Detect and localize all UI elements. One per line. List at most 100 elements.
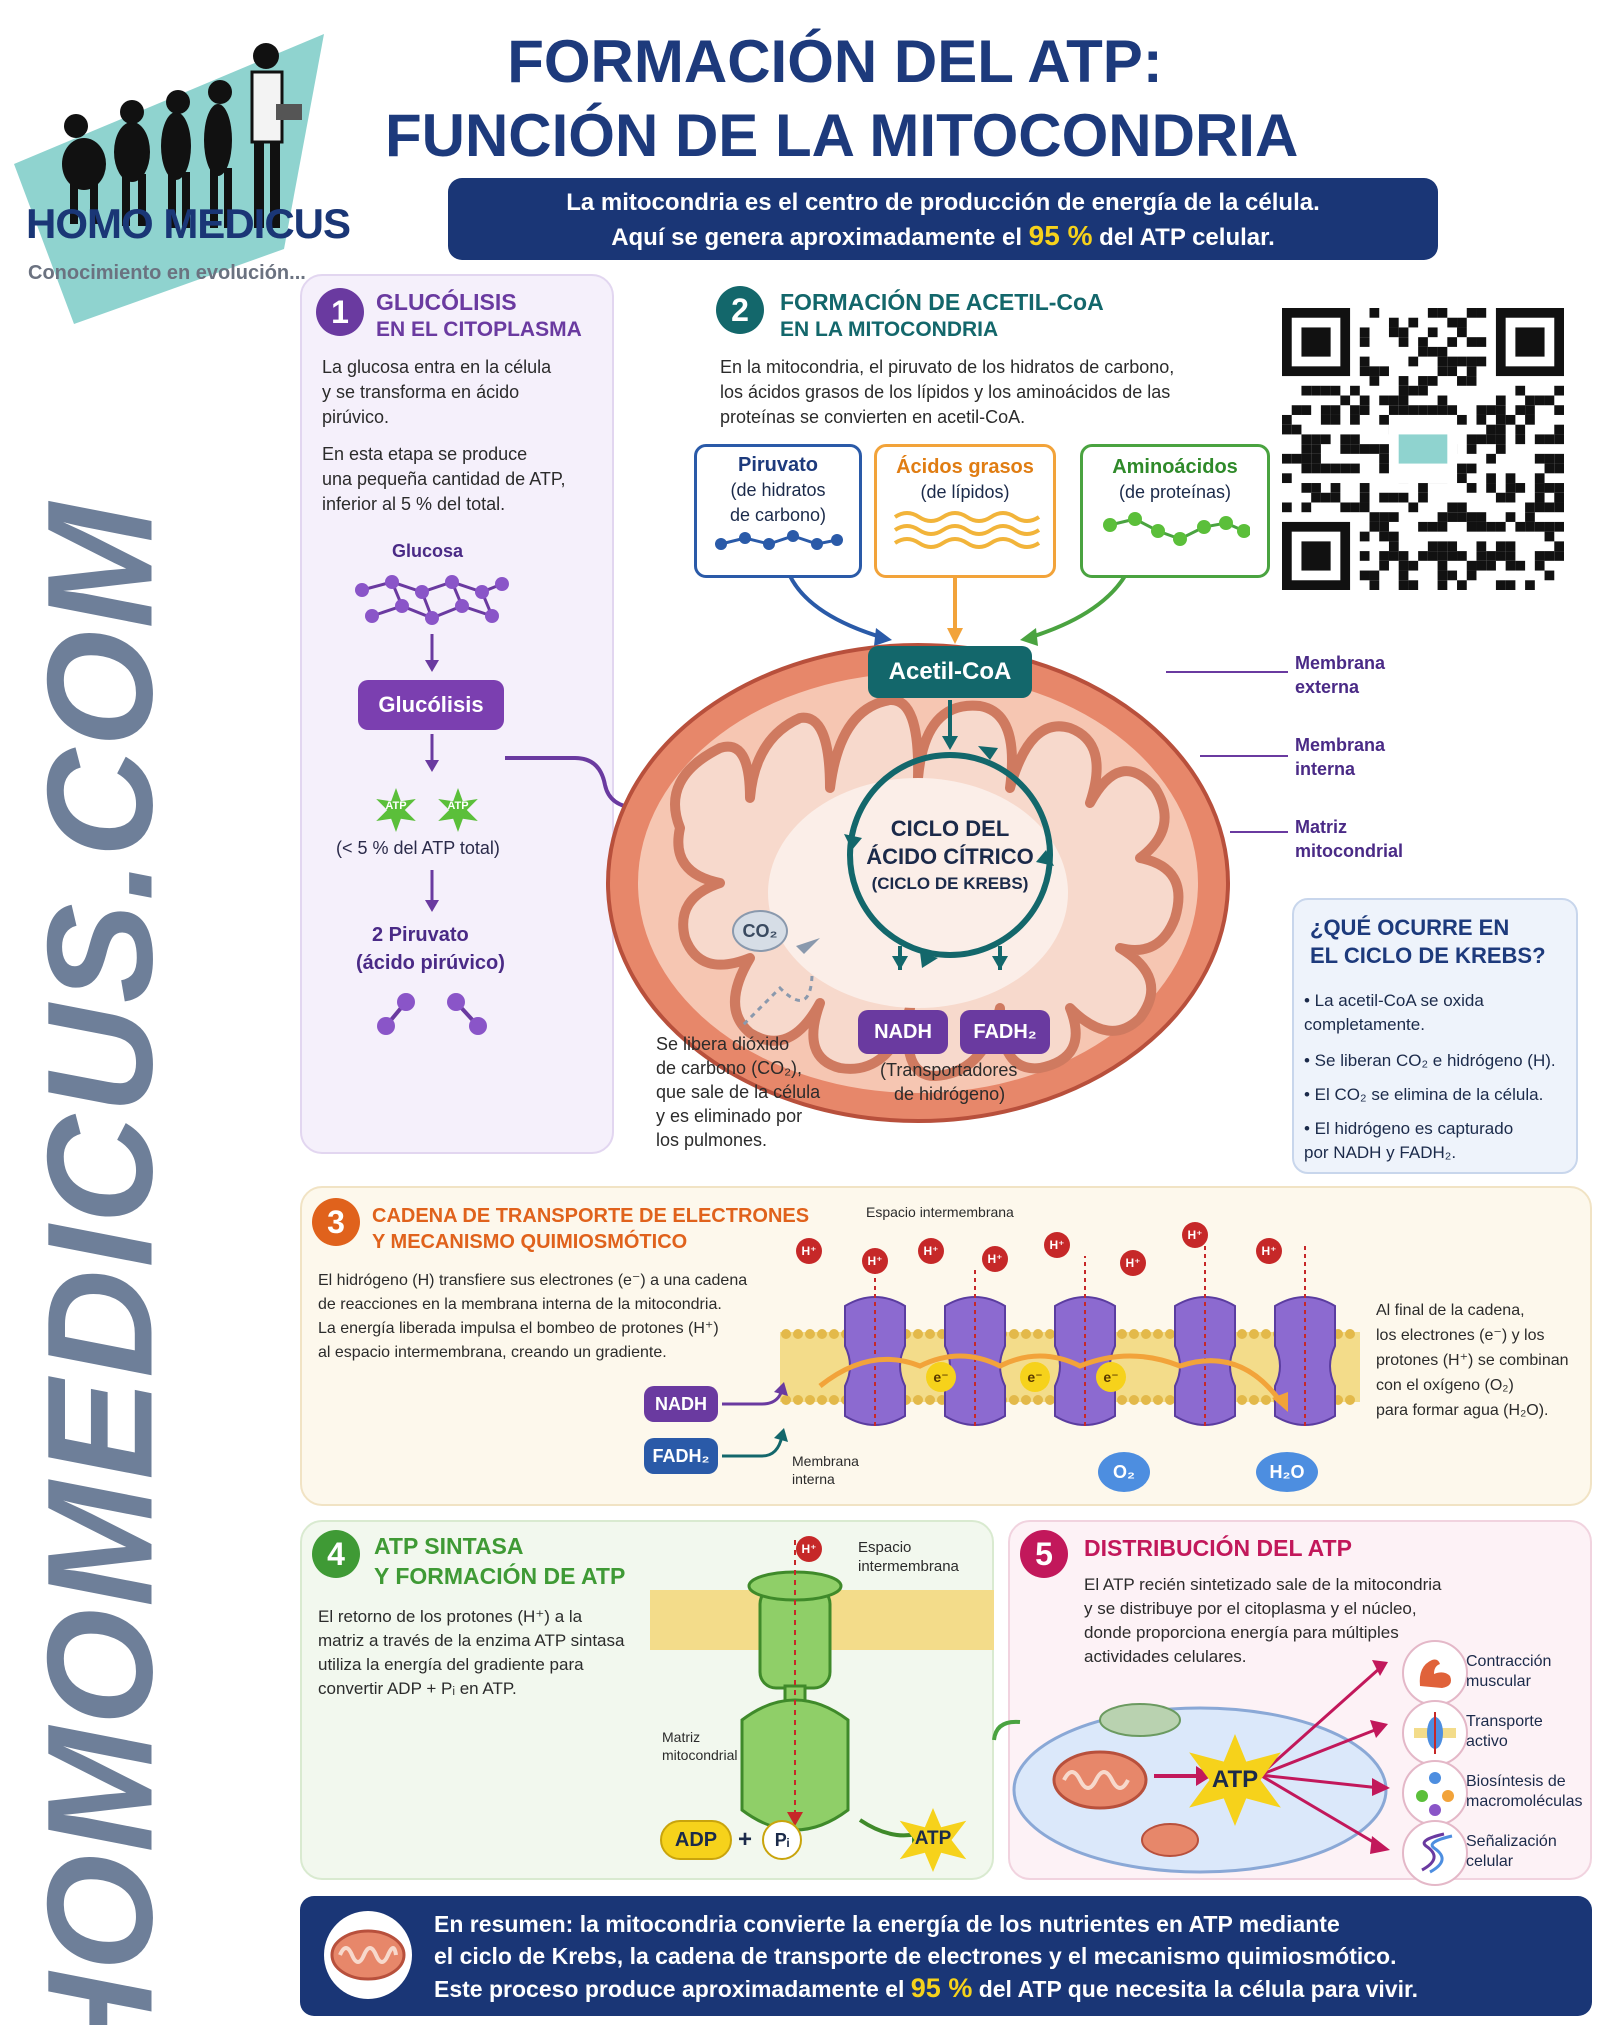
intro-line2: Aquí se genera aproximadamente el 95 % d… [448,219,1438,254]
source-pyruvate: Piruvato (de hidratos de carbono) [694,444,862,578]
krebs-label1: CICLO DEL [890,816,1010,841]
s2-title2: EN LA MITOCONDRIA [780,318,999,341]
mem-ext-l1: Membrana [1295,653,1386,673]
h-ion-icon: H⁺ [982,1246,1008,1272]
pi-badge: Pᵢ [762,1820,802,1860]
s4-atp-label: ATP [914,1828,952,1849]
signaling-dna-icon [1402,1820,1468,1886]
transport-l1: (Transportadores [880,1060,1018,1080]
summary-mitochondrion-icon [324,1911,412,1999]
mem-int-l1: Membrana [1295,735,1386,755]
logo-brand: HOMO MEDICUS [26,200,351,247]
electron-icon: e⁻ [1096,1362,1126,1392]
h-ion-icon: H⁺ [1120,1250,1146,1276]
s1-p1-l3: pirúvico. [322,407,390,427]
summary-pct: 95 % [910,1973,973,2003]
s3-nadh-pill: NADH [644,1386,718,1422]
electron-icon: e⁻ [1020,1362,1050,1392]
mitochondrion-diagram [606,643,1230,1123]
s1-title1: GLUCÓLISIS [376,289,517,315]
s4-espacio-l1: Espacio [858,1539,912,1556]
s1-p1-l1: La glucosa entra en la célula [322,357,552,377]
s1-p2-l1: En esta etapa se produce [322,444,528,464]
h-ion-icon: H⁺ [796,1238,822,1264]
s5-p-l4: actividades celulares. [1084,1647,1247,1666]
h-ion-icon: H⁺ [1256,1238,1282,1264]
electron-icon: e⁻ [926,1362,956,1392]
s3-p-l2: de reacciones en la membrana interna de … [318,1296,722,1313]
s4-p-l2: matriz a través de la enzima ATP sintasa [318,1631,625,1650]
s5-p-l1: El ATP recién sintetizado sale de la mit… [1084,1575,1442,1594]
s3-right-l2: los electrones (e⁻) y los [1376,1327,1545,1344]
use3-l1: Biosíntesis de [1466,1773,1566,1790]
atp-synthase-diagram [650,1540,994,1844]
s3-p-l1: El hidrógeno (H) transfiere sus electron… [318,1272,748,1289]
s4-p-l1: El retorno de los protones (H⁺) a la [318,1607,583,1626]
side-watermark: HOMOMEDICUS.COM [15,501,184,2025]
s3-right-l3: protones (H⁺) se combinan [1376,1352,1569,1369]
use1-l2: muscular [1466,1673,1531,1690]
krebsbox-b4-l1: • El hidrógeno es capturado [1304,1119,1514,1138]
nadh-pill: NADH [858,1010,948,1054]
intro-line2-post: del ATP celular. [1092,224,1275,251]
krebs-label2: ÁCIDO CÍTRICO [866,844,1034,869]
krebs-label3: (CICLO DE KREBS) [871,874,1029,893]
krebsbox-b1-l1: • La acetil-CoA se oxida [1304,991,1484,1010]
mem-ext-l2: externa [1295,677,1360,697]
s3-fadh2-pill: FADH₂ [644,1438,718,1474]
s1-atp-label-2: ATP [447,800,469,812]
s4-espacio-l2: intermembrana [858,1558,959,1575]
krebs-cycle-icon [844,700,1054,970]
amino-acid-chain-icon [1103,512,1251,546]
h-ion-icon: H⁺ [1044,1232,1070,1258]
s3-title1: CADENA DE TRANSPORTE DE ELECTRONES [372,1205,810,1227]
matriz-l2: mitocondrial [1295,841,1404,861]
s1-title2: EN EL CITOPLASMA [376,318,582,341]
co2note-l4: y es eliminado por [656,1106,803,1126]
s1-piruvato1: 2 Piruvato [372,924,469,946]
s5-title: DISTRIBUCIÓN DEL ATP [1084,1535,1352,1561]
electron-transport-chain-diagram [780,1246,1360,1426]
s4-p-l4: convertir ADP + Pᵢ en ATP. [318,1679,517,1698]
o2-bubble: O₂ [1098,1452,1150,1492]
fatty-acid-wave-icon [893,511,1041,549]
src1-name: Piruvato [737,454,819,476]
s3-right-l5: para formar agua (H₂O). [1376,1402,1549,1419]
intro-banner: La mitocondria es el centro de producció… [448,178,1438,260]
glucose-molecule-icon [355,575,509,625]
use2-l2: activo [1466,1733,1508,1750]
adp-badge: ADP [660,1820,732,1860]
src2-l2: (de lípidos) [920,482,1010,502]
sources-to-acetyl-arrows-icon [788,576,1127,646]
co2-bubble: CO₂ [732,910,788,952]
arrow-down-icon [425,634,439,672]
s2-p-l1: En la mitocondria, el piruvato de los hi… [720,357,1175,377]
use1-l1: Contracción [1466,1653,1552,1670]
src3-l2: (de proteínas) [1118,482,1232,502]
arrow-down-icon [425,734,439,772]
s5-atp-label: ATP [1211,1766,1259,1793]
krebsbox-title2: EL CICLO DE KREBS? [1310,943,1546,968]
membrane-pointer-lines [1166,671,1288,833]
s1-glucosa: Glucosa [392,541,464,561]
s3-right-l4: con el oxígeno (O₂) [1376,1377,1514,1394]
intro-pct: 95 % [1028,220,1093,251]
krebsbox-b4-l2: por NADH y FADH₂. [1304,1143,1457,1162]
src1-l2: (de hidratos [730,480,826,500]
s5-p-l3: donde proporciona energía para múltiples [1084,1623,1399,1642]
co2-release-arrow-icon [738,938,820,1028]
s2-p-l2: los ácidos grasos de los lípidos y los a… [720,382,1171,402]
src2-name: Ácidos grasos [896,456,1034,478]
arrow-down-icon [425,870,439,912]
s1-p1-l2: y se transforma en ácido [322,382,520,402]
co2note-l3: que sale de la célula [656,1082,821,1102]
section1-number: 1 [316,288,364,336]
source-amino-acids: Aminoácidos (de proteínas) [1080,444,1270,578]
qr-code[interactable] [1282,308,1564,590]
pyruvate-chain-icon [715,530,843,550]
co2note-l1: Se libera dióxido [656,1034,790,1054]
acetyl-coa-pill: Acetil-CoA [868,646,1032,698]
intro-line1: La mitocondria es el centro de producció… [566,189,1320,216]
use3-l2: macromoléculas [1466,1793,1583,1810]
s1-atp-label-1: ATP [385,800,407,812]
